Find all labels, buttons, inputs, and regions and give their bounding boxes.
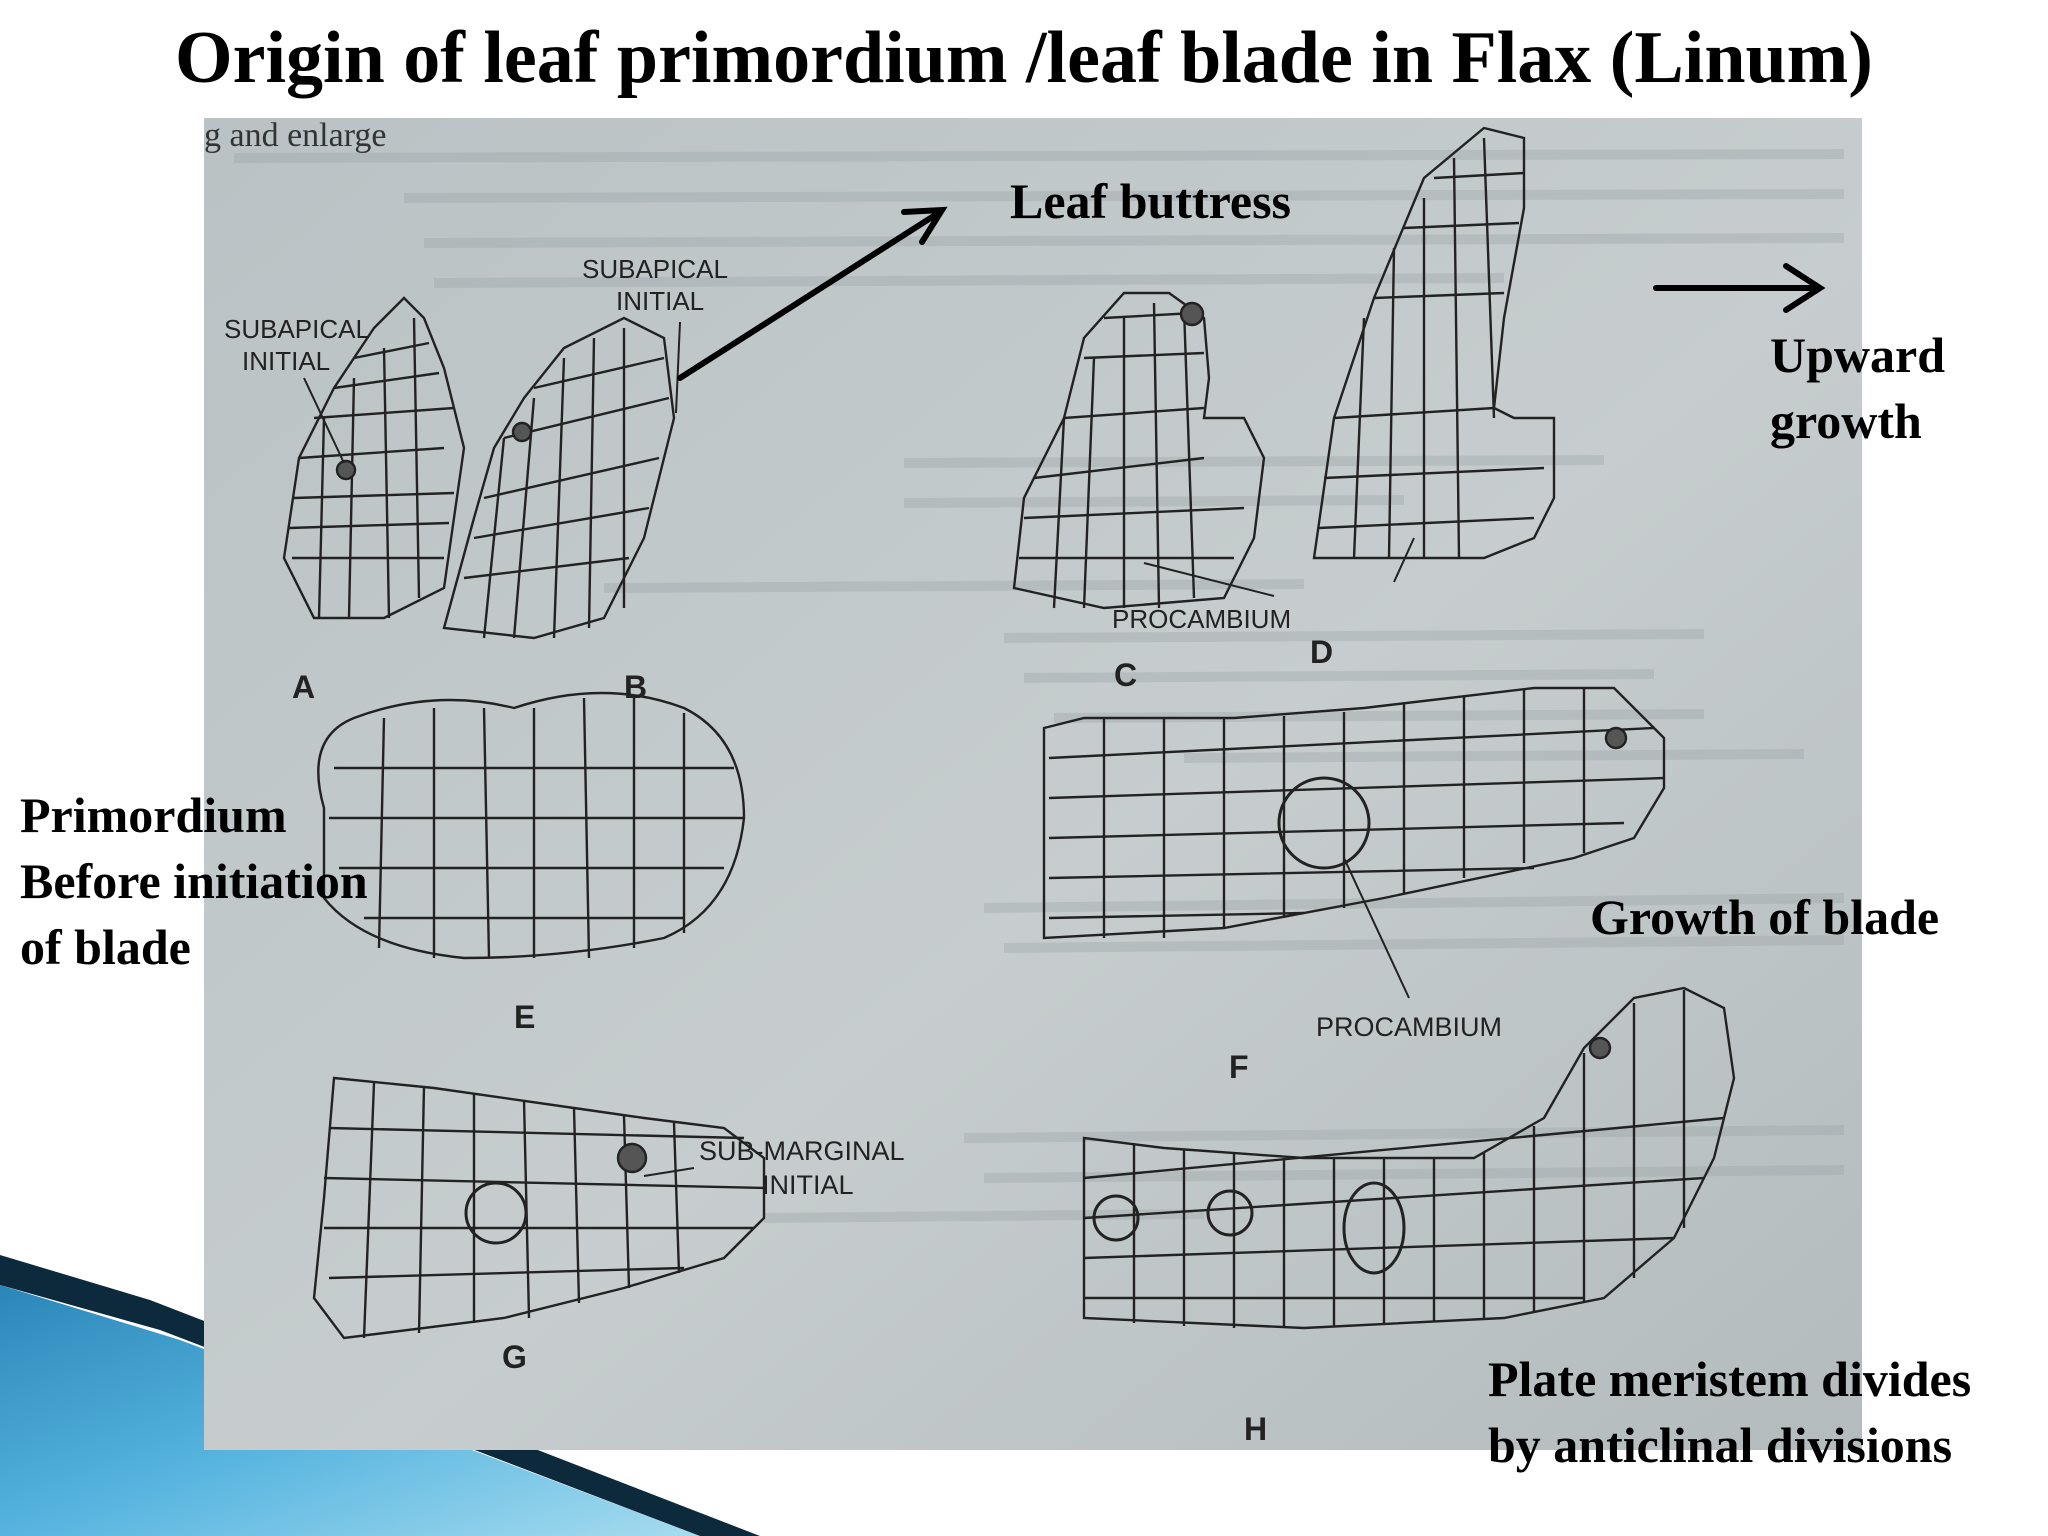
callout-primordium-before: Primordium Before initiation of blade <box>20 782 368 980</box>
callout-primordium-line-2: Before initiation <box>20 848 368 914</box>
callout-growth-of-blade: Growth of blade <box>1590 884 1939 950</box>
callout-primordium-line-3: of blade <box>20 914 368 980</box>
callout-plate-meristem-line-1: Plate meristem divides <box>1488 1346 1971 1412</box>
callout-upward-growth-line-1: Upward <box>1770 322 1945 388</box>
callout-primordium-line-1: Primordium <box>20 782 368 848</box>
callout-upward-growth-line-2: growth <box>1770 388 1945 454</box>
callout-plate-meristem-line-2: by anticlinal divisions <box>1488 1412 1971 1478</box>
leaf-buttress-arrow <box>680 212 940 378</box>
callout-upward-growth: Upward growth <box>1770 322 1945 454</box>
callout-leaf-buttress: Leaf buttress <box>1010 168 1291 234</box>
callout-plate-meristem: Plate meristem divides by anticlinal div… <box>1488 1346 1971 1478</box>
